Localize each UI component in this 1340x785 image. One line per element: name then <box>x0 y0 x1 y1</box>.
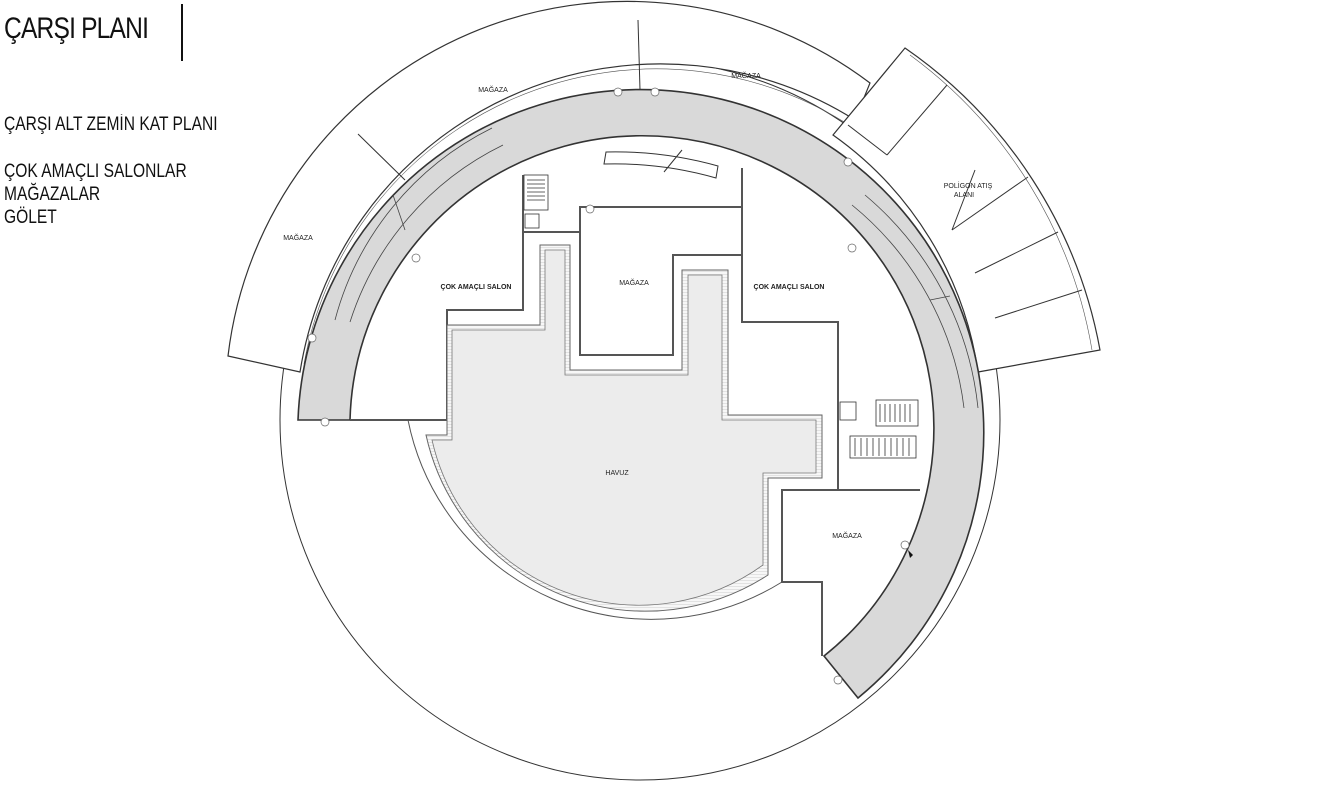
shooting-range-wing <box>832 47 1101 373</box>
legend-item-stores: MAĞAZALAR <box>4 184 101 205</box>
curved-bench <box>603 151 719 179</box>
corridor-inner-rail <box>334 127 493 321</box>
title-divider <box>181 4 183 61</box>
range-lane-divider <box>951 176 1029 231</box>
label-store-center: MAĞAZA <box>619 278 649 287</box>
outer-store-ring-inner-line <box>303 68 853 365</box>
label-store-top-right: MAĞAZA <box>731 71 761 80</box>
legend-subtitle: ÇARŞI ALT ZEMİN KAT PLANI <box>4 114 218 135</box>
range-lane-divider <box>951 169 976 231</box>
legend-item-pond: GÖLET <box>4 207 57 228</box>
pool-water <box>431 249 817 606</box>
legend: ÇARŞI ALT ZEMİN KAT PLANI ÇOK AMAÇLI SAL… <box>4 114 218 229</box>
label-store-lower-right: MAĞAZA <box>832 531 862 540</box>
label-store-top: MAĞAZA <box>478 85 508 94</box>
bench-mark <box>663 149 683 173</box>
corridor-divider <box>392 194 406 231</box>
corridor-inner-rail <box>851 204 965 409</box>
corridor-inner-rail <box>349 144 504 323</box>
label-store-left: MAĞAZA <box>283 233 313 242</box>
north-arrow-icon <box>908 550 913 558</box>
range-lane-divider <box>974 231 1059 274</box>
label-shooting-range-line2: ALANI <box>954 192 974 199</box>
corridor-ring <box>297 88 985 700</box>
outer-store-ring <box>227 0 871 373</box>
stair-right <box>839 399 919 459</box>
store-divider <box>357 133 406 181</box>
legend-item-halls: ÇOK AMAÇLI SALONLAR <box>4 161 187 182</box>
pool-outer-edge <box>407 419 783 620</box>
label-pool: HAVUZ <box>605 470 629 477</box>
label-hall-left: ÇOK AMAÇLI SALON <box>441 284 512 291</box>
stair-left <box>523 174 549 229</box>
store-divider <box>637 19 641 91</box>
range-lane-divider <box>886 84 948 156</box>
label-shooting-range-line1: POLİGON ATIŞ <box>944 181 993 190</box>
door-symbols <box>307 87 910 685</box>
corridor-divider <box>929 295 951 301</box>
range-lane-divider <box>847 124 888 156</box>
corridor-inner-rail <box>864 194 979 409</box>
page-title: ÇARŞI PLANI <box>4 12 149 45</box>
range-lane-divider <box>994 289 1083 319</box>
label-hall-right: ÇOK AMAÇLI SALON <box>754 284 825 291</box>
